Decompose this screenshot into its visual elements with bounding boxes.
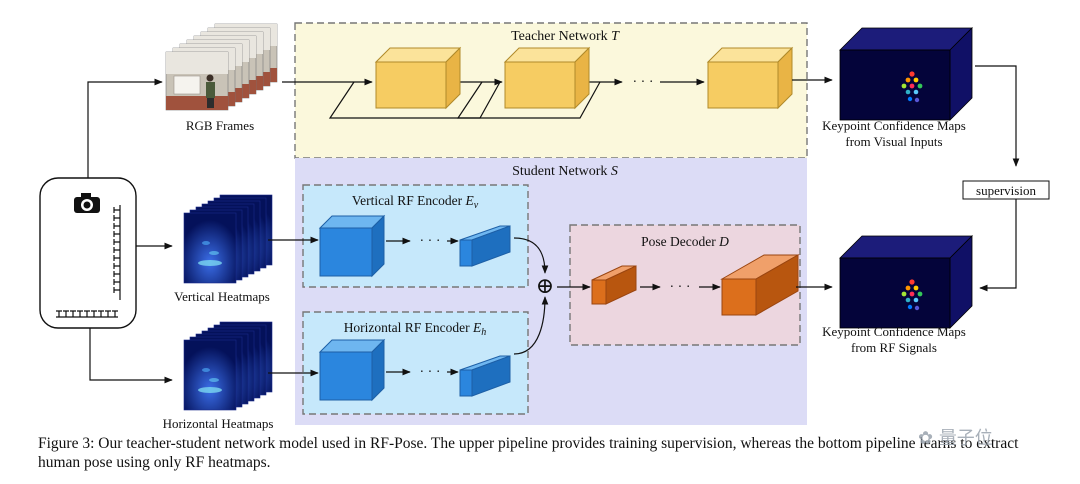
rgb-frames-stack <box>165 23 278 111</box>
rgb-frames-label: RGB Frames <box>186 118 254 133</box>
watermark-logo: ✿ 量子位 <box>918 428 993 449</box>
teacher-conv-block-1 <box>374 46 462 110</box>
vertical-encoder-block-1 <box>318 214 386 278</box>
horizontal-heatmaps-label: Horizontal Heatmaps <box>163 416 274 431</box>
kp-visual-label-line2: from Visual Inputs <box>845 134 942 149</box>
keypoint-maps-visual-output <box>839 27 973 121</box>
vertical-heatmaps-label: Vertical Heatmaps <box>174 289 270 304</box>
camera-icon <box>74 193 100 213</box>
device-to-rgb-arrow <box>87 78 163 178</box>
horizontal-to-merge-curve <box>513 296 549 355</box>
teacher-ellipsis: · · · <box>633 75 654 90</box>
wechat-icon: ✿ <box>918 428 939 449</box>
kp-rf-label-line1: Keypoint Confidence Maps <box>822 324 966 339</box>
supervision-down-line <box>975 65 1020 167</box>
concat-oplus-symbol: ⊕ <box>536 273 554 298</box>
supervision-box <box>962 180 1050 200</box>
student-network-title: Student Network S <box>512 164 618 179</box>
teacher-conv-block-2 <box>503 46 591 110</box>
decoder-ellipsis: · · · <box>670 280 691 295</box>
horizontal-encoder-title: Horizontal RF Encoder Eh <box>344 320 487 338</box>
teacher-network-title: Teacher Network T <box>511 29 620 44</box>
figure-caption: Figure 3: Our teacher-student network mo… <box>38 435 1019 471</box>
decoder-block-2 <box>720 254 800 316</box>
kp-rf-label-line2: from RF Signals <box>851 340 937 355</box>
heatmap-frame <box>183 212 237 284</box>
vertical-encoder-ellipsis: · · · <box>420 234 441 249</box>
horizontal-antenna-array-icon <box>56 310 118 318</box>
rgb-frame <box>165 51 229 111</box>
horizontal-encoder-ellipsis: · · · <box>420 365 441 380</box>
horizontal-encoder-block-1 <box>318 338 386 402</box>
heatmap-frame <box>183 339 237 411</box>
teacher-conv-block-3 <box>706 46 794 110</box>
supervision-label: supervision <box>976 183 1036 198</box>
decoder-block-1 <box>591 265 637 305</box>
teacher-skip-2 <box>456 81 601 119</box>
horizontal-encoder-block-2 <box>459 355 511 397</box>
rf-keypoint-dots <box>901 279 923 311</box>
pose-decoder-title: Pose Decoder D <box>641 234 729 249</box>
vertical-heatmaps-stack <box>183 194 273 284</box>
vertical-encoder-title: Vertical RF Encoder Ev <box>352 193 479 211</box>
vertical-encoder-block-2 <box>459 225 511 267</box>
kp-visual-label-line1: Keypoint Confidence Maps <box>822 118 966 133</box>
teacher-skip-1 <box>328 81 501 119</box>
keypoint-maps-rf-output <box>839 235 973 329</box>
vertical-antenna-array-icon <box>113 205 121 300</box>
supervision-to-rf-output-arrow <box>979 199 1017 292</box>
device-to-horizontal-heatmaps-arrow <box>89 328 173 384</box>
vertical-to-merge-curve <box>513 237 549 274</box>
horizontal-heatmaps-stack <box>183 321 273 411</box>
visual-keypoint-dots <box>901 71 923 103</box>
rf-sensor-device <box>39 177 137 329</box>
